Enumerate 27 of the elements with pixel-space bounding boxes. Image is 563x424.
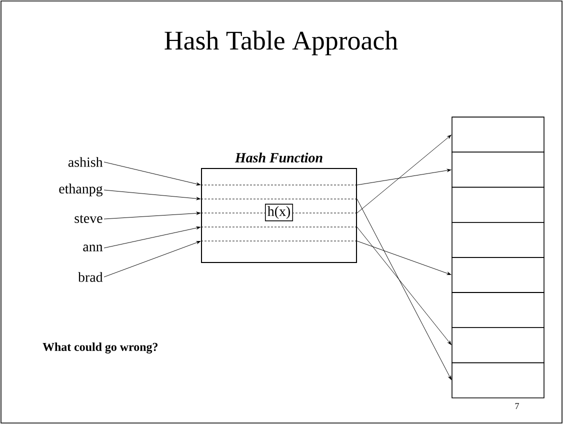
arrow xyxy=(356,198,452,380)
name-label: ann xyxy=(83,244,103,252)
arrow xyxy=(104,212,200,220)
node-label: Hash Function xyxy=(234,152,322,162)
arrow xyxy=(356,226,452,345)
table-slot xyxy=(452,362,544,398)
arrow xyxy=(104,226,201,248)
arrow xyxy=(356,240,452,275)
arrow xyxy=(104,190,200,200)
name-label: ashish xyxy=(68,157,103,167)
arrow xyxy=(104,241,201,278)
table-slot xyxy=(452,327,544,364)
name-label: brad xyxy=(78,272,103,282)
arrow xyxy=(356,134,452,214)
table-slot xyxy=(452,186,544,223)
table-slot xyxy=(452,256,544,293)
table-slot xyxy=(452,222,544,258)
name-label: ethanpg xyxy=(59,184,103,196)
function-box: h(x) xyxy=(265,204,294,222)
slide-title: Hash Table Approach xyxy=(164,30,398,56)
table-slot xyxy=(452,152,544,188)
table-slot xyxy=(452,292,544,328)
name-label: steve xyxy=(74,215,102,223)
arrow xyxy=(356,168,452,186)
table-slot xyxy=(452,116,544,153)
arrow xyxy=(104,162,201,186)
question-text: What could go wrong? xyxy=(42,342,158,354)
